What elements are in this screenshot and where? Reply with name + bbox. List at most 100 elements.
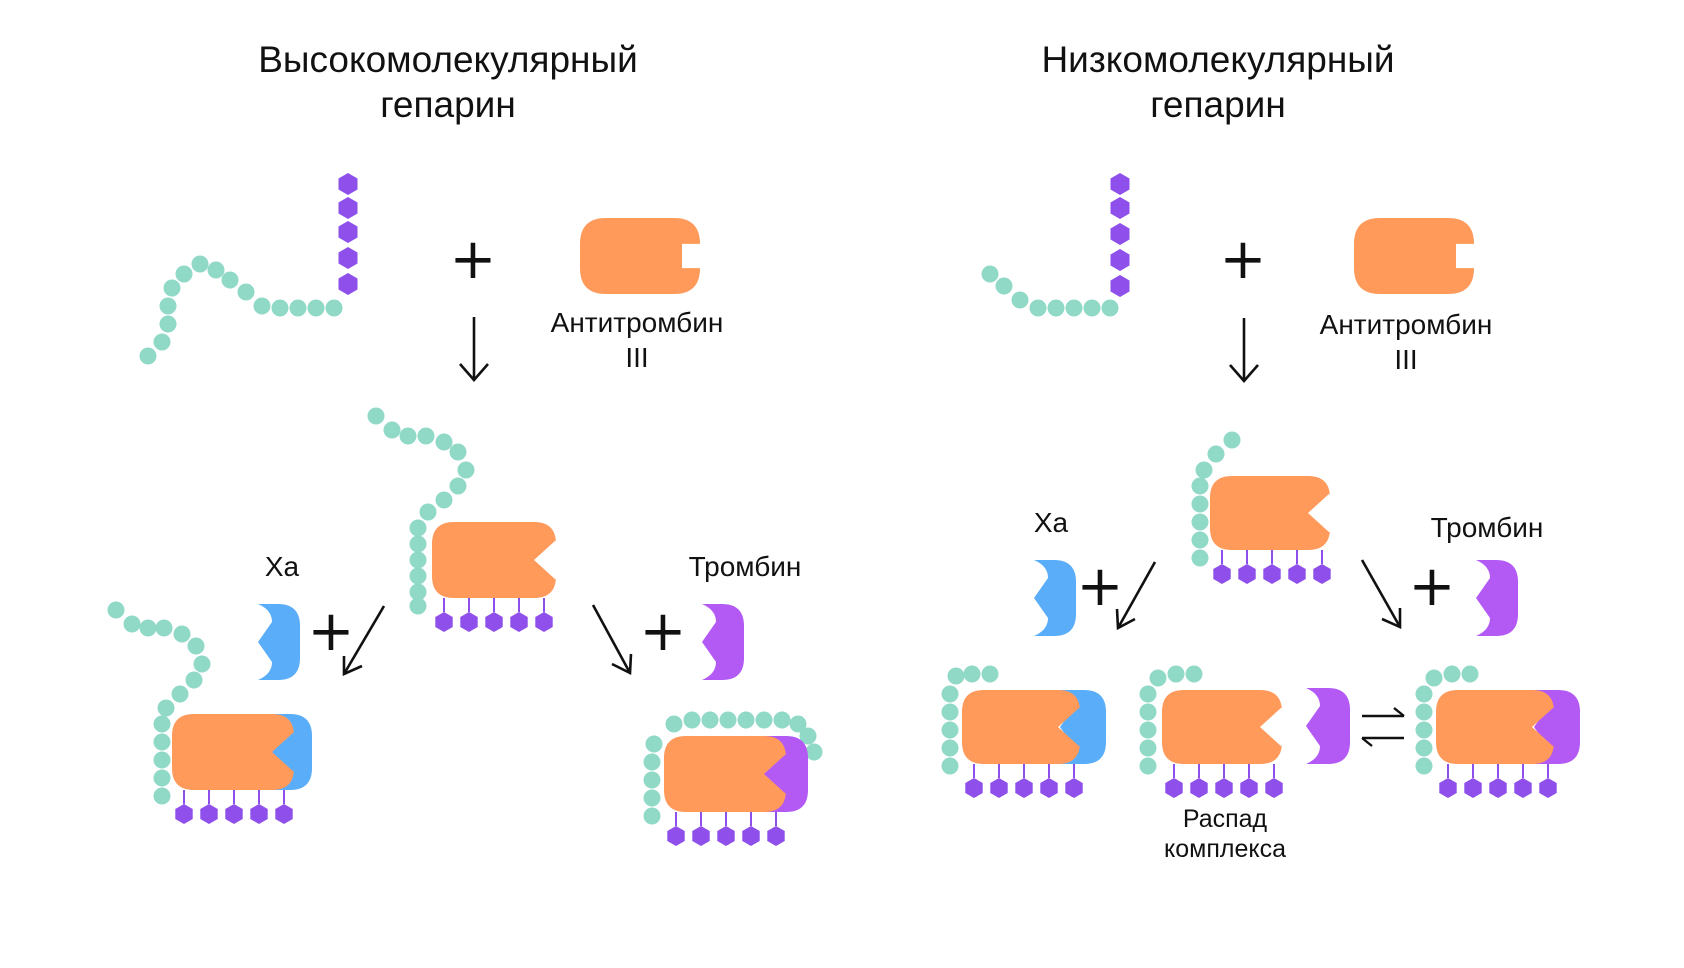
chain-bead bbox=[1029, 299, 1047, 317]
chain-bead bbox=[1139, 739, 1157, 757]
plus-sign: + bbox=[1409, 554, 1456, 619]
antithrombin-body bbox=[962, 690, 1080, 764]
xa-label: Xa bbox=[265, 551, 300, 582]
pentasaccharide-unit bbox=[965, 778, 983, 798]
chain-bead bbox=[941, 721, 959, 739]
title-hmw-line1: Высокомолекулярный bbox=[258, 39, 638, 80]
lmw-heparin-chain bbox=[981, 173, 1130, 317]
arrow-down-left-icon bbox=[342, 605, 386, 677]
chain-bead bbox=[153, 751, 171, 769]
factor-xa-shape bbox=[258, 604, 300, 680]
chain-bead bbox=[643, 807, 661, 825]
plus-sign: + bbox=[640, 599, 687, 664]
plus-sign: + bbox=[1220, 227, 1267, 292]
pentasaccharide-unit bbox=[1040, 778, 1058, 798]
title-lmw-line2: гепарин bbox=[1150, 84, 1286, 125]
chain-bead bbox=[457, 461, 475, 479]
chain-bead bbox=[1223, 431, 1241, 449]
chain-bead bbox=[207, 261, 225, 279]
antithrombin-iii-shape bbox=[1354, 218, 1474, 294]
pentasaccharide-unit bbox=[990, 778, 1008, 798]
plus-sign: + bbox=[308, 599, 355, 664]
chain-bead bbox=[409, 519, 427, 537]
chain-bead bbox=[435, 433, 453, 451]
pentasaccharide-unit bbox=[717, 826, 735, 846]
chain-bead bbox=[153, 333, 171, 351]
antithrombin-body bbox=[1436, 690, 1554, 764]
chain-bead bbox=[383, 421, 401, 439]
chain-bead bbox=[191, 255, 209, 273]
pentasaccharide-unit bbox=[1313, 564, 1331, 584]
free-thrombin-shape bbox=[1306, 688, 1350, 764]
pentasaccharide-unit bbox=[535, 612, 553, 632]
antithrombin-label-line1: Антитромбин bbox=[551, 307, 724, 338]
heparin-antithrombin-thrombin-complex bbox=[643, 711, 823, 846]
pentasaccharide-unit bbox=[1263, 564, 1281, 584]
lmw-complex-without-thrombin bbox=[1139, 665, 1283, 798]
lmw-complex-with-thrombin bbox=[1415, 665, 1580, 798]
chain-bead bbox=[417, 427, 435, 445]
chain-bead bbox=[995, 277, 1013, 295]
chain-bead bbox=[941, 739, 959, 757]
antithrombin-body bbox=[580, 218, 700, 294]
chain-bead bbox=[981, 265, 999, 283]
pentasaccharide-unit bbox=[338, 247, 358, 269]
chain-bead bbox=[941, 703, 959, 721]
chain-bead bbox=[449, 443, 467, 461]
pentasaccharide-unit bbox=[1110, 173, 1130, 195]
chain-bead bbox=[1415, 703, 1433, 721]
pentasaccharide-unit bbox=[1439, 778, 1457, 798]
arrow-down-right-icon bbox=[591, 604, 633, 676]
chain-bead bbox=[409, 535, 427, 553]
pentasaccharide-unit bbox=[200, 804, 218, 824]
chain-bead bbox=[665, 715, 683, 733]
chain-bead bbox=[409, 551, 427, 569]
chain-bead bbox=[159, 297, 177, 315]
pentasaccharide-unit bbox=[692, 826, 710, 846]
chain-bead bbox=[1195, 461, 1213, 479]
chain-bead bbox=[1415, 739, 1433, 757]
antithrombin-body bbox=[664, 736, 786, 812]
chain-bead bbox=[419, 503, 437, 521]
chain-bead bbox=[1191, 549, 1209, 567]
decay-label-line1: Распад bbox=[1183, 805, 1268, 833]
pentasaccharide-unit bbox=[1110, 249, 1130, 271]
thrombin-body bbox=[760, 736, 808, 812]
pentasaccharide-unit bbox=[767, 826, 785, 846]
chain-bead bbox=[1139, 721, 1157, 739]
chain-bead bbox=[1011, 291, 1029, 309]
chain-bead bbox=[755, 711, 773, 729]
factor-xa-body bbox=[1060, 690, 1106, 764]
factor-xa-body bbox=[1034, 560, 1076, 636]
factor-xa-shape bbox=[1034, 560, 1076, 636]
pentasaccharide-unit bbox=[1190, 778, 1208, 798]
factor-xa-body bbox=[258, 604, 300, 680]
hmw-heparin-chain bbox=[139, 173, 358, 365]
chain-bead bbox=[307, 299, 325, 317]
chain-bead bbox=[163, 279, 181, 297]
chain-bead bbox=[683, 711, 701, 729]
pentasaccharide-unit bbox=[338, 197, 358, 219]
pentasaccharide-unit bbox=[510, 612, 528, 632]
heparin-antithrombin-xa-complex bbox=[107, 601, 312, 824]
pentasaccharide-unit bbox=[1015, 778, 1033, 798]
chain-bead bbox=[1047, 299, 1065, 317]
chain-bead bbox=[253, 297, 271, 315]
chain-bead bbox=[175, 265, 193, 283]
chain-bead bbox=[643, 753, 661, 771]
pentasaccharide-unit bbox=[1464, 778, 1482, 798]
title-hmw-line2: гепарин bbox=[380, 84, 516, 125]
thrombin-label: Тромбин bbox=[689, 551, 802, 582]
pentasaccharide-unit bbox=[338, 221, 358, 243]
chain-bead bbox=[643, 789, 661, 807]
chain-bead bbox=[1139, 757, 1157, 775]
chain-bead bbox=[153, 715, 171, 733]
chain-bead bbox=[1139, 685, 1157, 703]
pentasaccharide-unit bbox=[1213, 564, 1231, 584]
pentasaccharide-unit bbox=[1265, 778, 1283, 798]
chain-bead bbox=[449, 477, 467, 495]
chain-bead bbox=[701, 711, 719, 729]
pentasaccharide-unit bbox=[667, 826, 685, 846]
chain-bead bbox=[157, 699, 175, 717]
chain-bead bbox=[1167, 665, 1185, 683]
